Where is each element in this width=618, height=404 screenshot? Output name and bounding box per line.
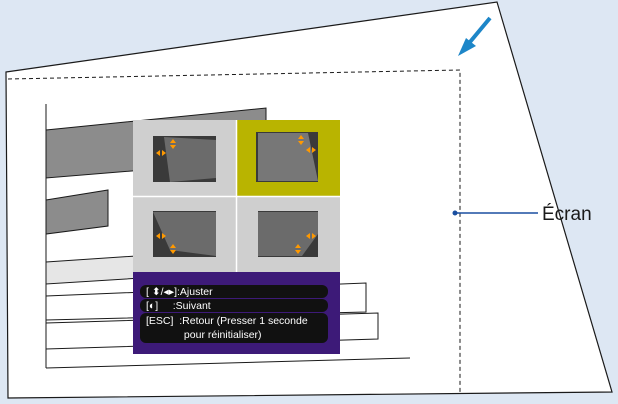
help-row-3 [140, 313, 328, 343]
keystone-bottom-right-icon [258, 212, 318, 256]
target-area-dashed-outline [7, 69, 461, 394]
arrow-horizontal-icon [156, 233, 166, 239]
help-next-text: [◐] :Suivant [146, 300, 211, 312]
tile-bottom-left[interactable] [133, 197, 236, 272]
help-esc-text: [ESC] :Retour (Presser 1 seconde [146, 315, 308, 327]
corner-pointer-arrow-icon [458, 16, 492, 56]
arrow-vertical-icon [170, 244, 176, 254]
keystone-bottom-left-icon [153, 212, 216, 256]
arrow-vertical-icon [295, 244, 301, 254]
keystone-top-left-icon [164, 137, 216, 182]
tile-top-left[interactable] [133, 120, 236, 196]
help-reset-text: pour réinitialiser) [146, 329, 262, 341]
arrow-horizontal-icon [306, 147, 316, 153]
image-bar-2 [45, 189, 109, 235]
keystone-menu: [ ⬍/◂▸]:Ajuster [◐] :Suivant [ESC] :Reto… [133, 120, 340, 354]
help-panel: [ ⬍/◂▸]:Ajuster [◐] :Suivant [ESC] :Reto… [133, 272, 340, 354]
help-row-2 [140, 299, 328, 312]
arrow-vertical-icon [170, 139, 176, 149]
keystone-top-right-icon [258, 133, 318, 181]
image-bottom-edge [45, 357, 411, 369]
tile-top-right[interactable] [237, 120, 340, 196]
help-adjust-text: [ ⬍/◂▸]:Ajuster [146, 286, 213, 298]
arrow-horizontal-icon [306, 233, 316, 239]
arrow-horizontal-icon [156, 150, 166, 156]
help-row-1 [140, 285, 328, 298]
tile-bottom-right[interactable] [237, 197, 340, 272]
screen-callout: Écran [452, 204, 592, 225]
screen-label: Écran [542, 204, 592, 225]
arrow-vertical-icon [298, 135, 304, 145]
